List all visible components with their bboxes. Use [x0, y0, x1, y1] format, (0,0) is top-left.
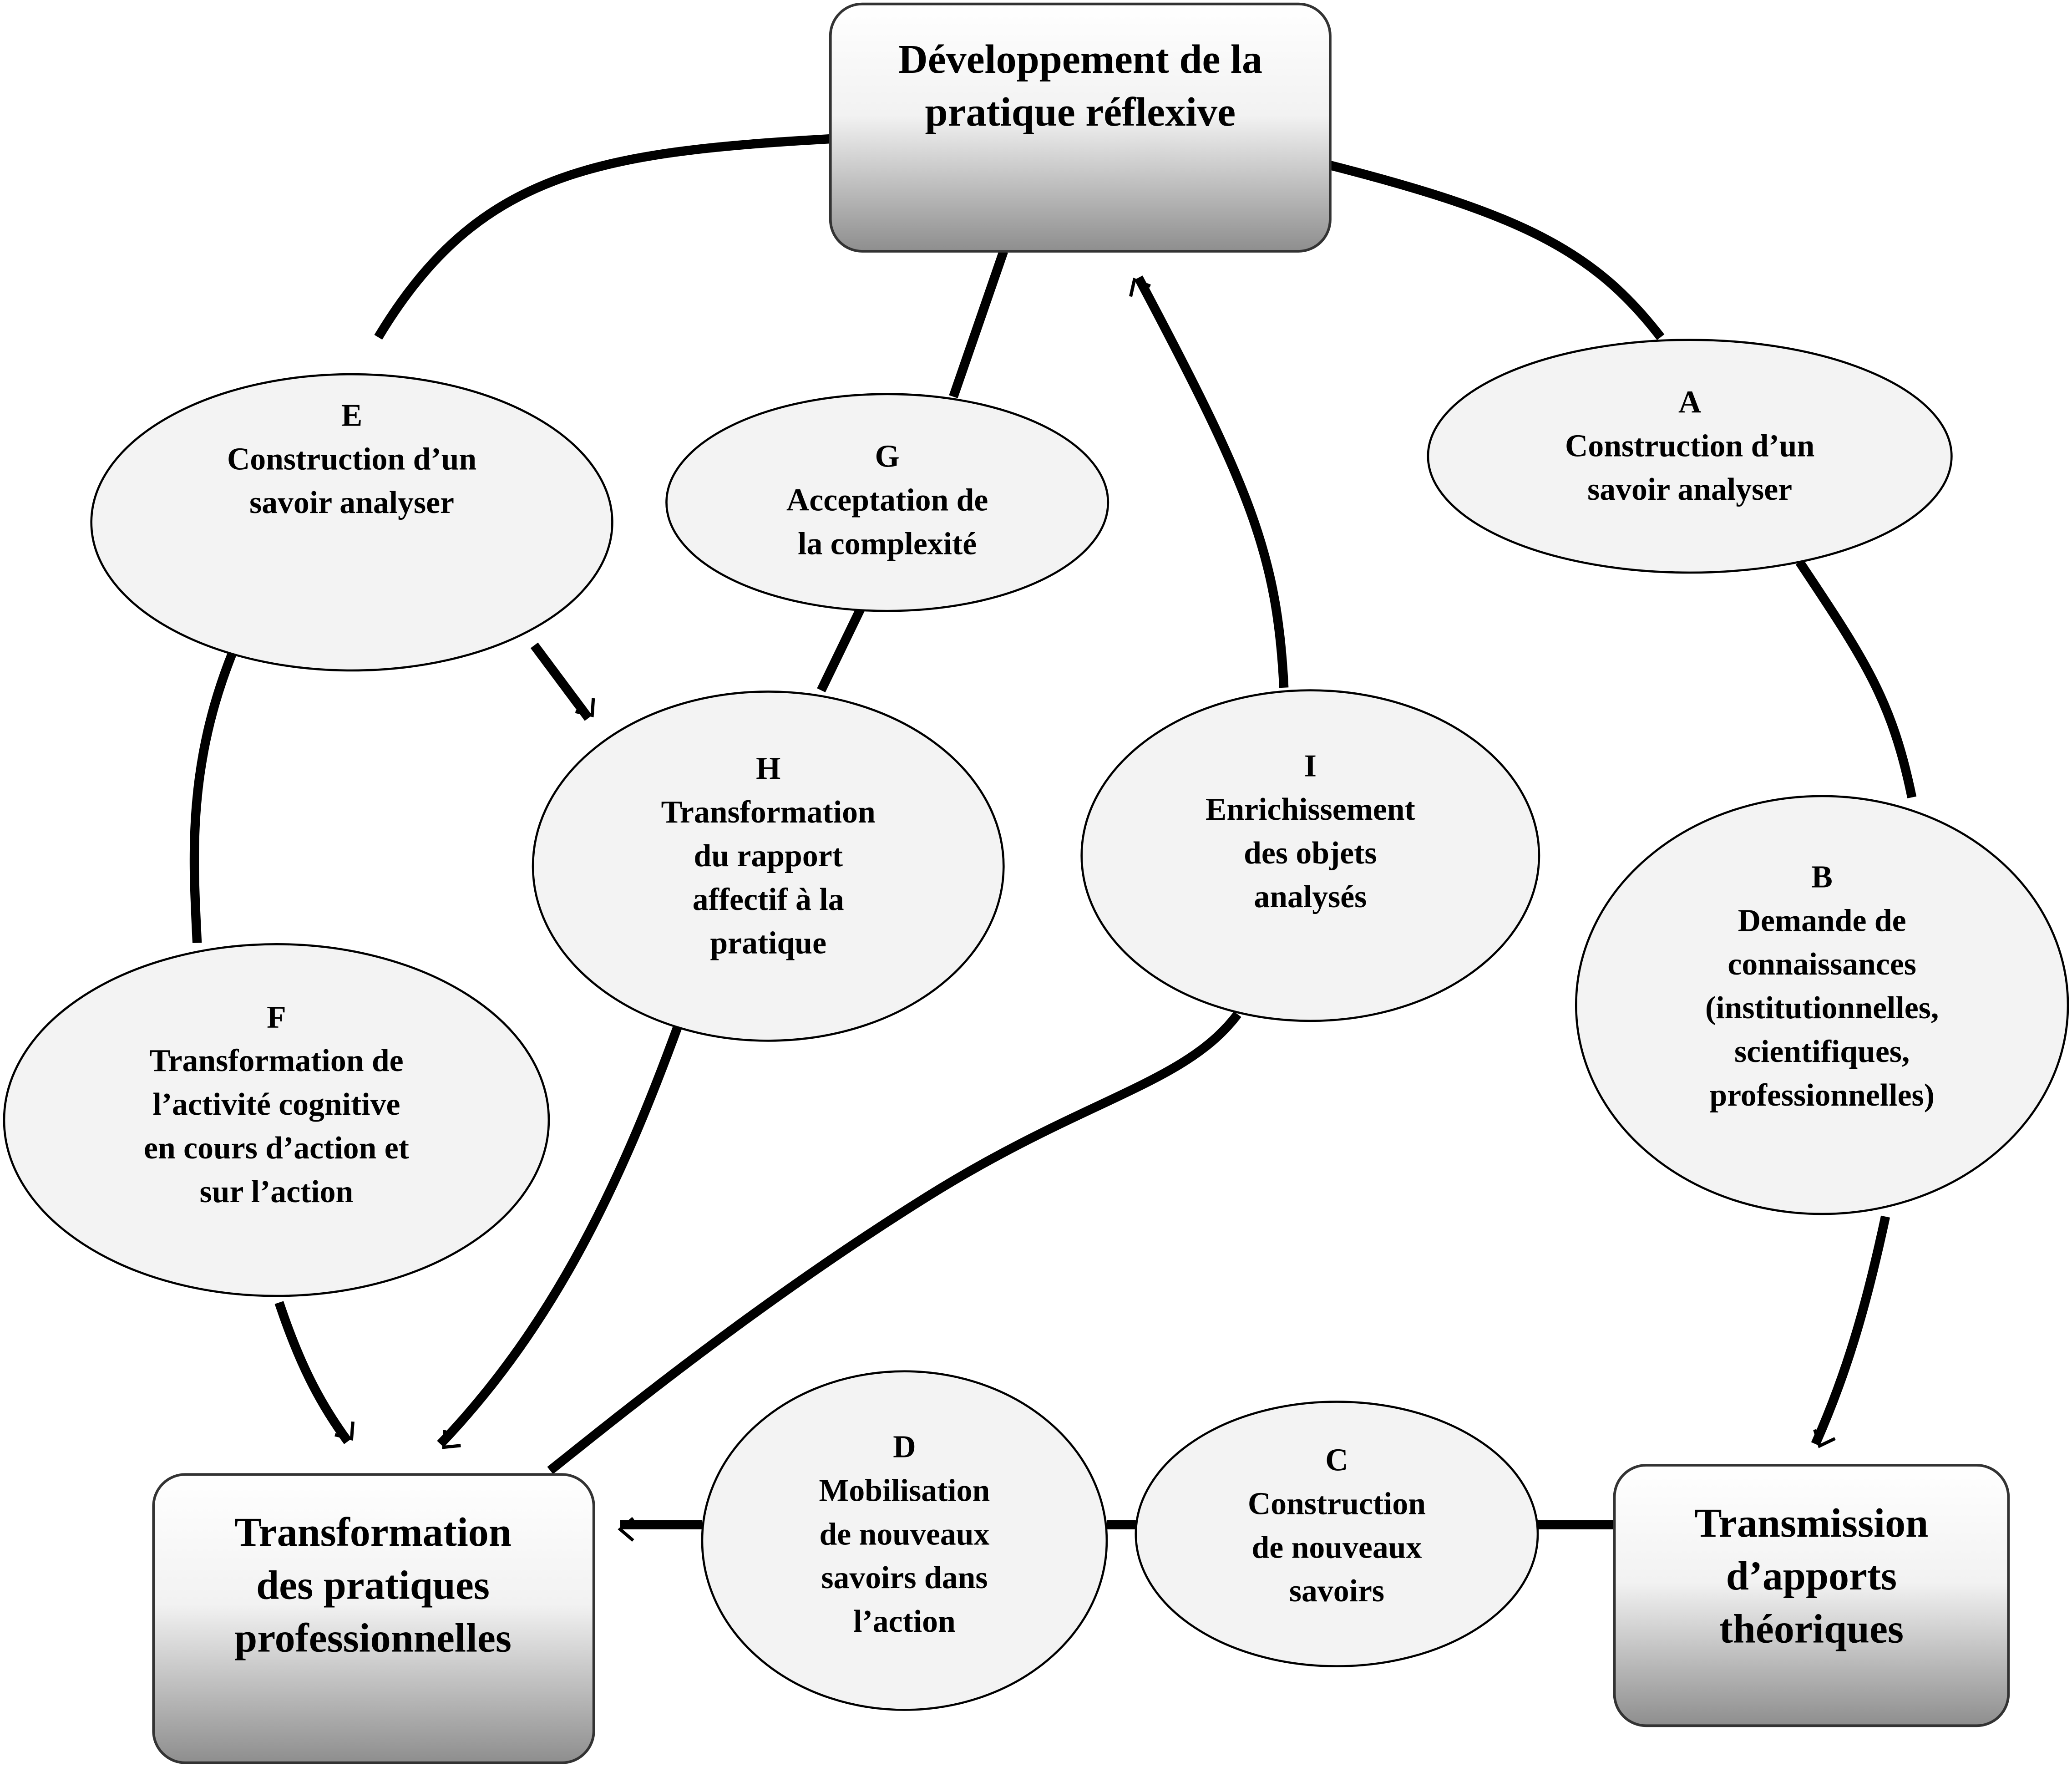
node-letter: D	[893, 1430, 916, 1465]
node-ellipse	[90, 373, 613, 672]
node-label-line: du rapport	[694, 838, 843, 873]
node-label-line: affectif à la	[693, 882, 844, 917]
node-label-line: Transformation	[661, 795, 876, 830]
arrow-I-top	[1129, 275, 1289, 688]
connector-A-B	[1795, 559, 1917, 798]
node-ellipse	[701, 1370, 1108, 1711]
node-label-line: savoirs dans	[821, 1560, 988, 1595]
node-label-line: Construction d’un	[1565, 428, 1814, 463]
node-label-line: l’action	[853, 1604, 956, 1639]
connector-top-A	[1329, 161, 1665, 340]
connector-I-transformation	[547, 1011, 1241, 1474]
node-letter: F	[267, 1000, 286, 1035]
node-ellipse	[3, 943, 550, 1297]
node-label-line: en cours d’action et	[144, 1131, 409, 1166]
node-label-line: de nouveaux	[820, 1517, 990, 1552]
node-ellipse	[665, 393, 1109, 612]
node-letter: H	[756, 751, 780, 786]
node-ellipse	[532, 691, 1005, 1042]
node-label-line: Enrichissement	[1206, 792, 1415, 827]
node-label-line: Demande de	[1738, 903, 1906, 938]
node-label-line: scientifiques,	[1734, 1034, 1910, 1069]
connector-E-F	[189, 650, 238, 943]
arrow-H-transformation	[437, 1023, 683, 1449]
box-br-line: théoriques	[1719, 1606, 1904, 1651]
box-bl-line: professionnelles	[234, 1616, 512, 1661]
arrow-E-H	[530, 642, 595, 721]
connector-top-G	[949, 249, 1008, 398]
node-I: I Enrichissement des objets analysés	[1080, 689, 1540, 1022]
node-label-line: Transformation de	[149, 1043, 403, 1078]
node-label-line: la complexité	[798, 526, 977, 561]
node-letter: A	[1678, 385, 1701, 420]
connectors	[189, 134, 1917, 1542]
node-label-line: professionnelles)	[1709, 1078, 1934, 1113]
box-top: Développement de la pratique réflexive	[829, 2, 1332, 253]
node-B: B Demande de connaissances (institutionnell…	[1575, 795, 2069, 1215]
node-label-line: Construction	[1248, 1486, 1426, 1521]
box-bottom-right: Transmission d’apports théoriques	[1613, 1464, 2010, 1727]
node-C: C Construction de nouveaux savoirs	[1135, 1401, 1539, 1667]
node-label-line: Acceptation de	[786, 482, 988, 518]
node-letter: C	[1325, 1443, 1348, 1478]
node-ellipse	[1575, 795, 2069, 1215]
arrow-F-transformation	[274, 1301, 355, 1444]
node-label-line: des objets	[1244, 836, 1377, 871]
node-letter: I	[1304, 748, 1317, 783]
box-bl-line: Transformation	[234, 1510, 512, 1555]
box-br-line: Transmission	[1695, 1501, 1929, 1546]
arrow-B-transmission	[1811, 1215, 1890, 1448]
node-label-line: savoir analyser	[1587, 472, 1792, 507]
node-label-line: pratique	[710, 926, 826, 961]
node-label-line: savoirs	[1289, 1574, 1384, 1609]
node-ellipse	[1080, 689, 1540, 1022]
node-letter: G	[875, 439, 900, 474]
node-D: D Mobilisation de nouveaux savoirs dans l’ac…	[701, 1370, 1108, 1711]
node-label-line: analysés	[1254, 879, 1367, 914]
node-F: F Transformation de l’activité cognitive en…	[3, 943, 550, 1297]
node-ellipse	[1135, 1401, 1539, 1667]
node-H: H Transformation du rapport affectif à la pr…	[532, 691, 1005, 1042]
node-label-line: l’activité cognitive	[152, 1087, 400, 1122]
node-letter: B	[1811, 859, 1833, 894]
node-ellipse	[1427, 339, 1953, 574]
node-label-line: Construction d’un	[227, 442, 476, 477]
node-E: E Construction d’un savoir analyser	[90, 373, 613, 672]
node-label-line: connaissances	[1728, 947, 1916, 982]
box-bottom-left: Transformation des pratiques professionn…	[152, 1473, 595, 1764]
nodes: E Construction d’un savoir analyser G Accept…	[3, 339, 2069, 1711]
box-top-line: pratique réflexive	[925, 90, 1236, 135]
box-top-line: Développement de la	[898, 37, 1262, 82]
node-A: A Construction d’un savoir analyser	[1427, 339, 1953, 574]
node-letter: E	[341, 398, 363, 433]
node-label-line: (institutionnelles,	[1705, 990, 1939, 1026]
box-br-line: d’apports	[1726, 1554, 1897, 1599]
node-label-line: sur l’action	[200, 1174, 354, 1209]
connector-G-H	[817, 606, 865, 692]
box-bl-line: des pratiques	[256, 1563, 490, 1608]
node-label-line: savoir analyser	[249, 485, 454, 520]
node-label-line: Mobilisation	[819, 1473, 990, 1508]
node-label-line: de nouveaux	[1252, 1530, 1422, 1565]
node-G: G Acceptation de la complexité	[665, 393, 1109, 612]
connector-top-E	[374, 134, 831, 340]
